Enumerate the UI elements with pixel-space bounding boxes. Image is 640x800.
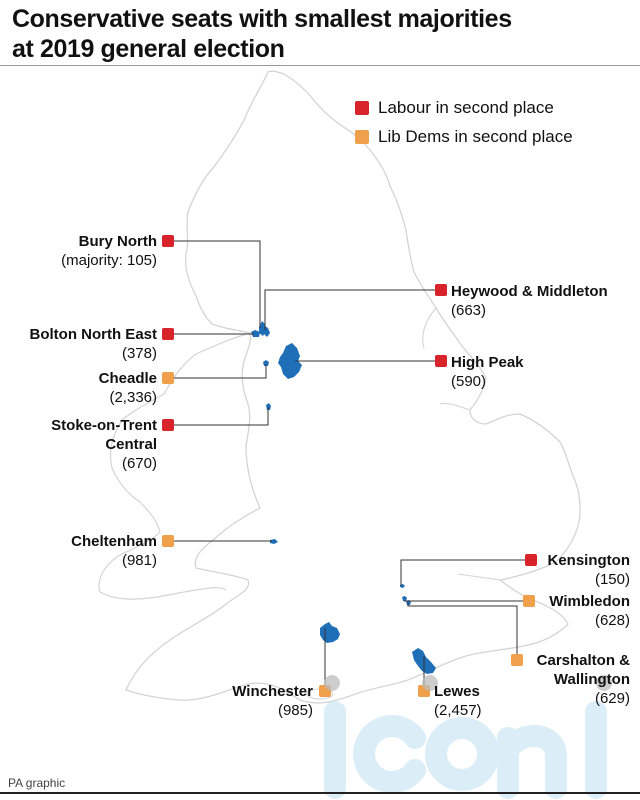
winchester-shape bbox=[320, 622, 340, 643]
seat-name: Bolton North East bbox=[29, 326, 158, 343]
seat-majority: (2,457) bbox=[434, 702, 482, 719]
iconic-watermark bbox=[324, 675, 612, 799]
legend-swatch-labour bbox=[355, 101, 369, 115]
label-carshalton-wallington: Carshalton & Wallington (629) bbox=[537, 651, 630, 708]
seat-markers bbox=[162, 235, 537, 697]
high-peak-shape bbox=[278, 343, 302, 379]
marker-carshalton-wallington bbox=[511, 654, 523, 666]
label-lewes: Lewes (2,457) bbox=[434, 682, 482, 720]
seat-name: Cheltenham bbox=[71, 533, 157, 550]
label-stoke-on-trent-central: Stoke-on-Trent Central (670) bbox=[51, 416, 157, 473]
label-heywood-middleton: Heywood & Middleton (663) bbox=[451, 282, 608, 320]
title-line-2: at 2019 general election bbox=[12, 35, 285, 63]
leader-stoke-on-trent-central bbox=[168, 407, 269, 426]
legend-swatch-libdem bbox=[355, 130, 369, 144]
seat-majority: (985) bbox=[277, 702, 313, 719]
page-title: Conservative seats with smallest majorit… bbox=[12, 4, 512, 64]
constituency-shapes bbox=[251, 321, 436, 674]
bottom-divider bbox=[0, 792, 640, 794]
seat-majority: (981) bbox=[121, 552, 157, 569]
leader-heywood-middleton bbox=[264, 289, 441, 330]
seat-name: Winchester bbox=[232, 683, 313, 700]
marker-cheadle bbox=[162, 372, 174, 384]
wimbledon-shape bbox=[402, 596, 407, 601]
legend-label-libdem: Lib Dems in second place bbox=[378, 127, 573, 146]
seat-name: Lewes bbox=[434, 683, 480, 700]
label-kensington: Kensington (150) bbox=[548, 551, 631, 589]
seat-name: Heywood & Middleton bbox=[451, 283, 608, 300]
leader-lines bbox=[168, 240, 531, 690]
bolton-north-east-shape bbox=[251, 330, 260, 337]
marker-kensington bbox=[525, 554, 537, 566]
leader-cheadle bbox=[168, 364, 267, 379]
wash-coast bbox=[439, 402, 471, 411]
label-bolton-north-east: Bolton North East (378) bbox=[30, 325, 158, 363]
leader-bury-north bbox=[168, 240, 261, 328]
humber-estuary bbox=[422, 307, 437, 349]
legend-item-libdem: Lib Dems in second place bbox=[355, 127, 573, 147]
stoke-on-trent-central-shape bbox=[266, 403, 271, 410]
label-bury-north: Bury North (majority: 105) bbox=[61, 232, 157, 270]
label-cheltenham: Cheltenham (981) bbox=[71, 532, 157, 570]
seat-name: High Peak bbox=[451, 354, 524, 371]
marker-wimbledon bbox=[523, 595, 535, 607]
legend-label-labour: Labour in second place bbox=[378, 98, 554, 117]
cheltenham-shape bbox=[270, 539, 278, 544]
seat-majority: (590) bbox=[451, 373, 487, 390]
legend-item-labour: Labour in second place bbox=[355, 98, 554, 118]
seat-majority: (628) bbox=[594, 612, 630, 629]
seat-majority: (629) bbox=[594, 690, 630, 707]
label-winchester: Winchester (985) bbox=[232, 682, 313, 720]
wales-coastline bbox=[98, 332, 251, 600]
seat-majority: (378) bbox=[121, 345, 157, 362]
seat-name-line-2: Central bbox=[105, 436, 157, 453]
seat-majority: (670) bbox=[121, 455, 157, 472]
title-line-1: Conservative seats with smallest majorit… bbox=[12, 5, 512, 33]
seat-majority: (150) bbox=[594, 571, 630, 588]
label-wimbledon: Wimbledon (628) bbox=[549, 592, 630, 630]
seat-majority: (2,336) bbox=[109, 389, 157, 406]
marker-stoke-on-trent-central bbox=[162, 419, 174, 431]
label-cheadle: Cheadle (2,336) bbox=[99, 369, 157, 407]
marker-bury-north bbox=[162, 235, 174, 247]
seat-majority: (majority: 105) bbox=[61, 252, 157, 269]
seat-name: Cheadle bbox=[98, 370, 157, 387]
marker-heywood-middleton bbox=[435, 284, 447, 296]
leader-kensington bbox=[400, 559, 531, 586]
seat-name: Kensington bbox=[547, 552, 631, 569]
seat-majority: (663) bbox=[451, 302, 487, 319]
thames-estuary bbox=[457, 573, 501, 581]
marker-high-peak bbox=[435, 355, 447, 367]
seat-name: Wimbledon bbox=[549, 593, 630, 610]
source-credit: PA graphic bbox=[8, 776, 66, 790]
title-divider bbox=[0, 65, 640, 66]
seat-name-line-2: Wallington bbox=[553, 671, 630, 688]
marker-cheltenham bbox=[162, 535, 174, 547]
label-high-peak: High Peak (590) bbox=[451, 353, 524, 391]
seat-name: Stoke-on-Trent bbox=[51, 417, 157, 434]
seat-name: Bury North bbox=[78, 233, 157, 250]
leader-carshalton-wallington bbox=[407, 603, 518, 660]
cheadle-shape bbox=[263, 360, 269, 366]
marker-bolton-north-east bbox=[162, 328, 174, 340]
seat-name: Carshalton & bbox=[536, 652, 630, 669]
